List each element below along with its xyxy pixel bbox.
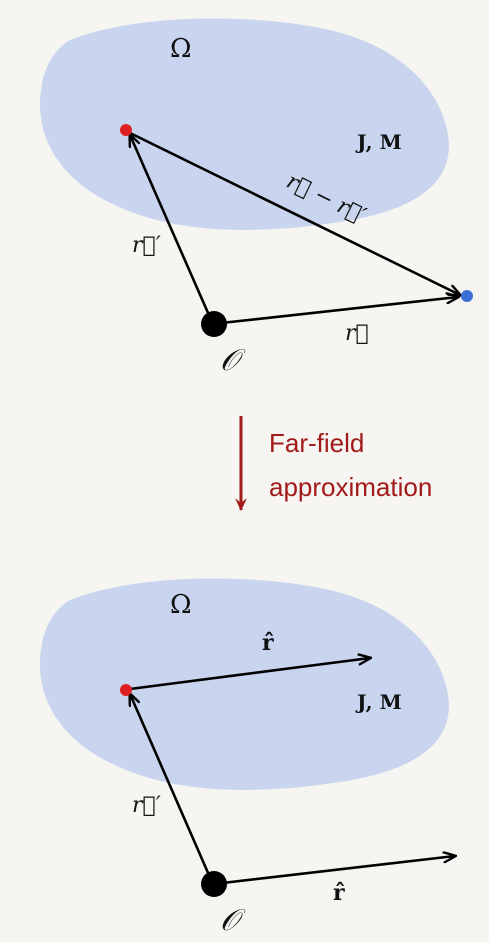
bottom-label-r-hat: r̂ [333, 880, 345, 906]
bottom-vector-r-hat-inside [128, 658, 370, 691]
transition-text-line1: Far-field [269, 428, 364, 458]
transition-text-line2: approximation [269, 472, 432, 502]
top-label-r: r⃗ [345, 321, 369, 346]
top-diagram: Ω J, M r⃗′ r⃗ − r⃗′ r⃗ 𝒪 [40, 18, 473, 378]
top-sources-label: J, M [355, 130, 402, 154]
bottom-diagram: Ω J, M r̂ r⃗′ r̂ 𝒪 [40, 578, 455, 938]
bottom-source-point [120, 684, 132, 696]
bottom-label-r-prime: r⃗′ [132, 793, 161, 818]
bottom-vector-r-hat [212, 856, 455, 886]
bottom-region-omega [40, 578, 449, 790]
top-observation-point [461, 290, 473, 302]
top-vector-r-prime [130, 135, 214, 324]
bottom-sources-label: J, M [355, 690, 402, 714]
transition: Far-field approximation [235, 416, 432, 511]
bottom-label-r-hat-inside: r̂ [262, 630, 274, 656]
top-origin-point [201, 311, 227, 337]
top-omega-label: Ω [170, 34, 192, 64]
bottom-origin-point [201, 871, 227, 897]
bottom-origin-label: 𝒪 [220, 903, 246, 937]
top-vector-r-minus-r-prime [128, 131, 460, 295]
bottom-vector-r-prime [130, 694, 214, 884]
bottom-omega-label: Ω [170, 590, 192, 620]
top-vector-r [210, 297, 458, 326]
top-origin-label: 𝒪 [220, 343, 246, 378]
top-source-point [120, 124, 132, 136]
top-label-r-prime: r⃗′ [132, 233, 161, 258]
top-region-omega [40, 18, 449, 230]
